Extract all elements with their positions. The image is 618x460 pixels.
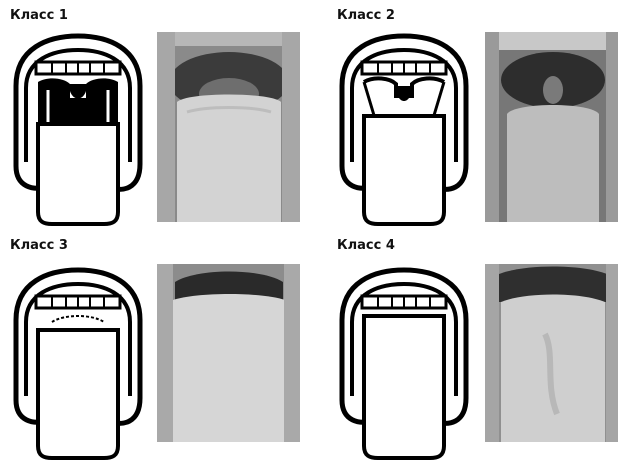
mouth-photo-class-3 — [157, 264, 300, 442]
mallampati-drawing-class-1 — [8, 26, 148, 226]
panel-class-3: Класс 3 — [0, 222, 310, 442]
panel-label: Класс 3 — [10, 238, 68, 253]
panel-label: Класс 2 — [337, 8, 395, 23]
mouth-photo-class-1 — [157, 32, 300, 222]
panel-class-4: Класс 4 — [309, 222, 618, 442]
panel-label: Класс 4 — [337, 238, 395, 253]
mallampati-drawing-class-2 — [334, 26, 474, 226]
mallampati-drawing-class-4 — [334, 260, 474, 460]
panel-label: Класс 1 — [10, 8, 68, 23]
mallampati-drawing-class-3 — [8, 260, 148, 460]
panel-class-2: Класс 2 — [309, 0, 618, 222]
mouth-photo-class-4 — [485, 264, 618, 442]
panel-class-1: Класс 1 — [0, 0, 310, 222]
mouth-photo-class-2 — [485, 32, 618, 222]
